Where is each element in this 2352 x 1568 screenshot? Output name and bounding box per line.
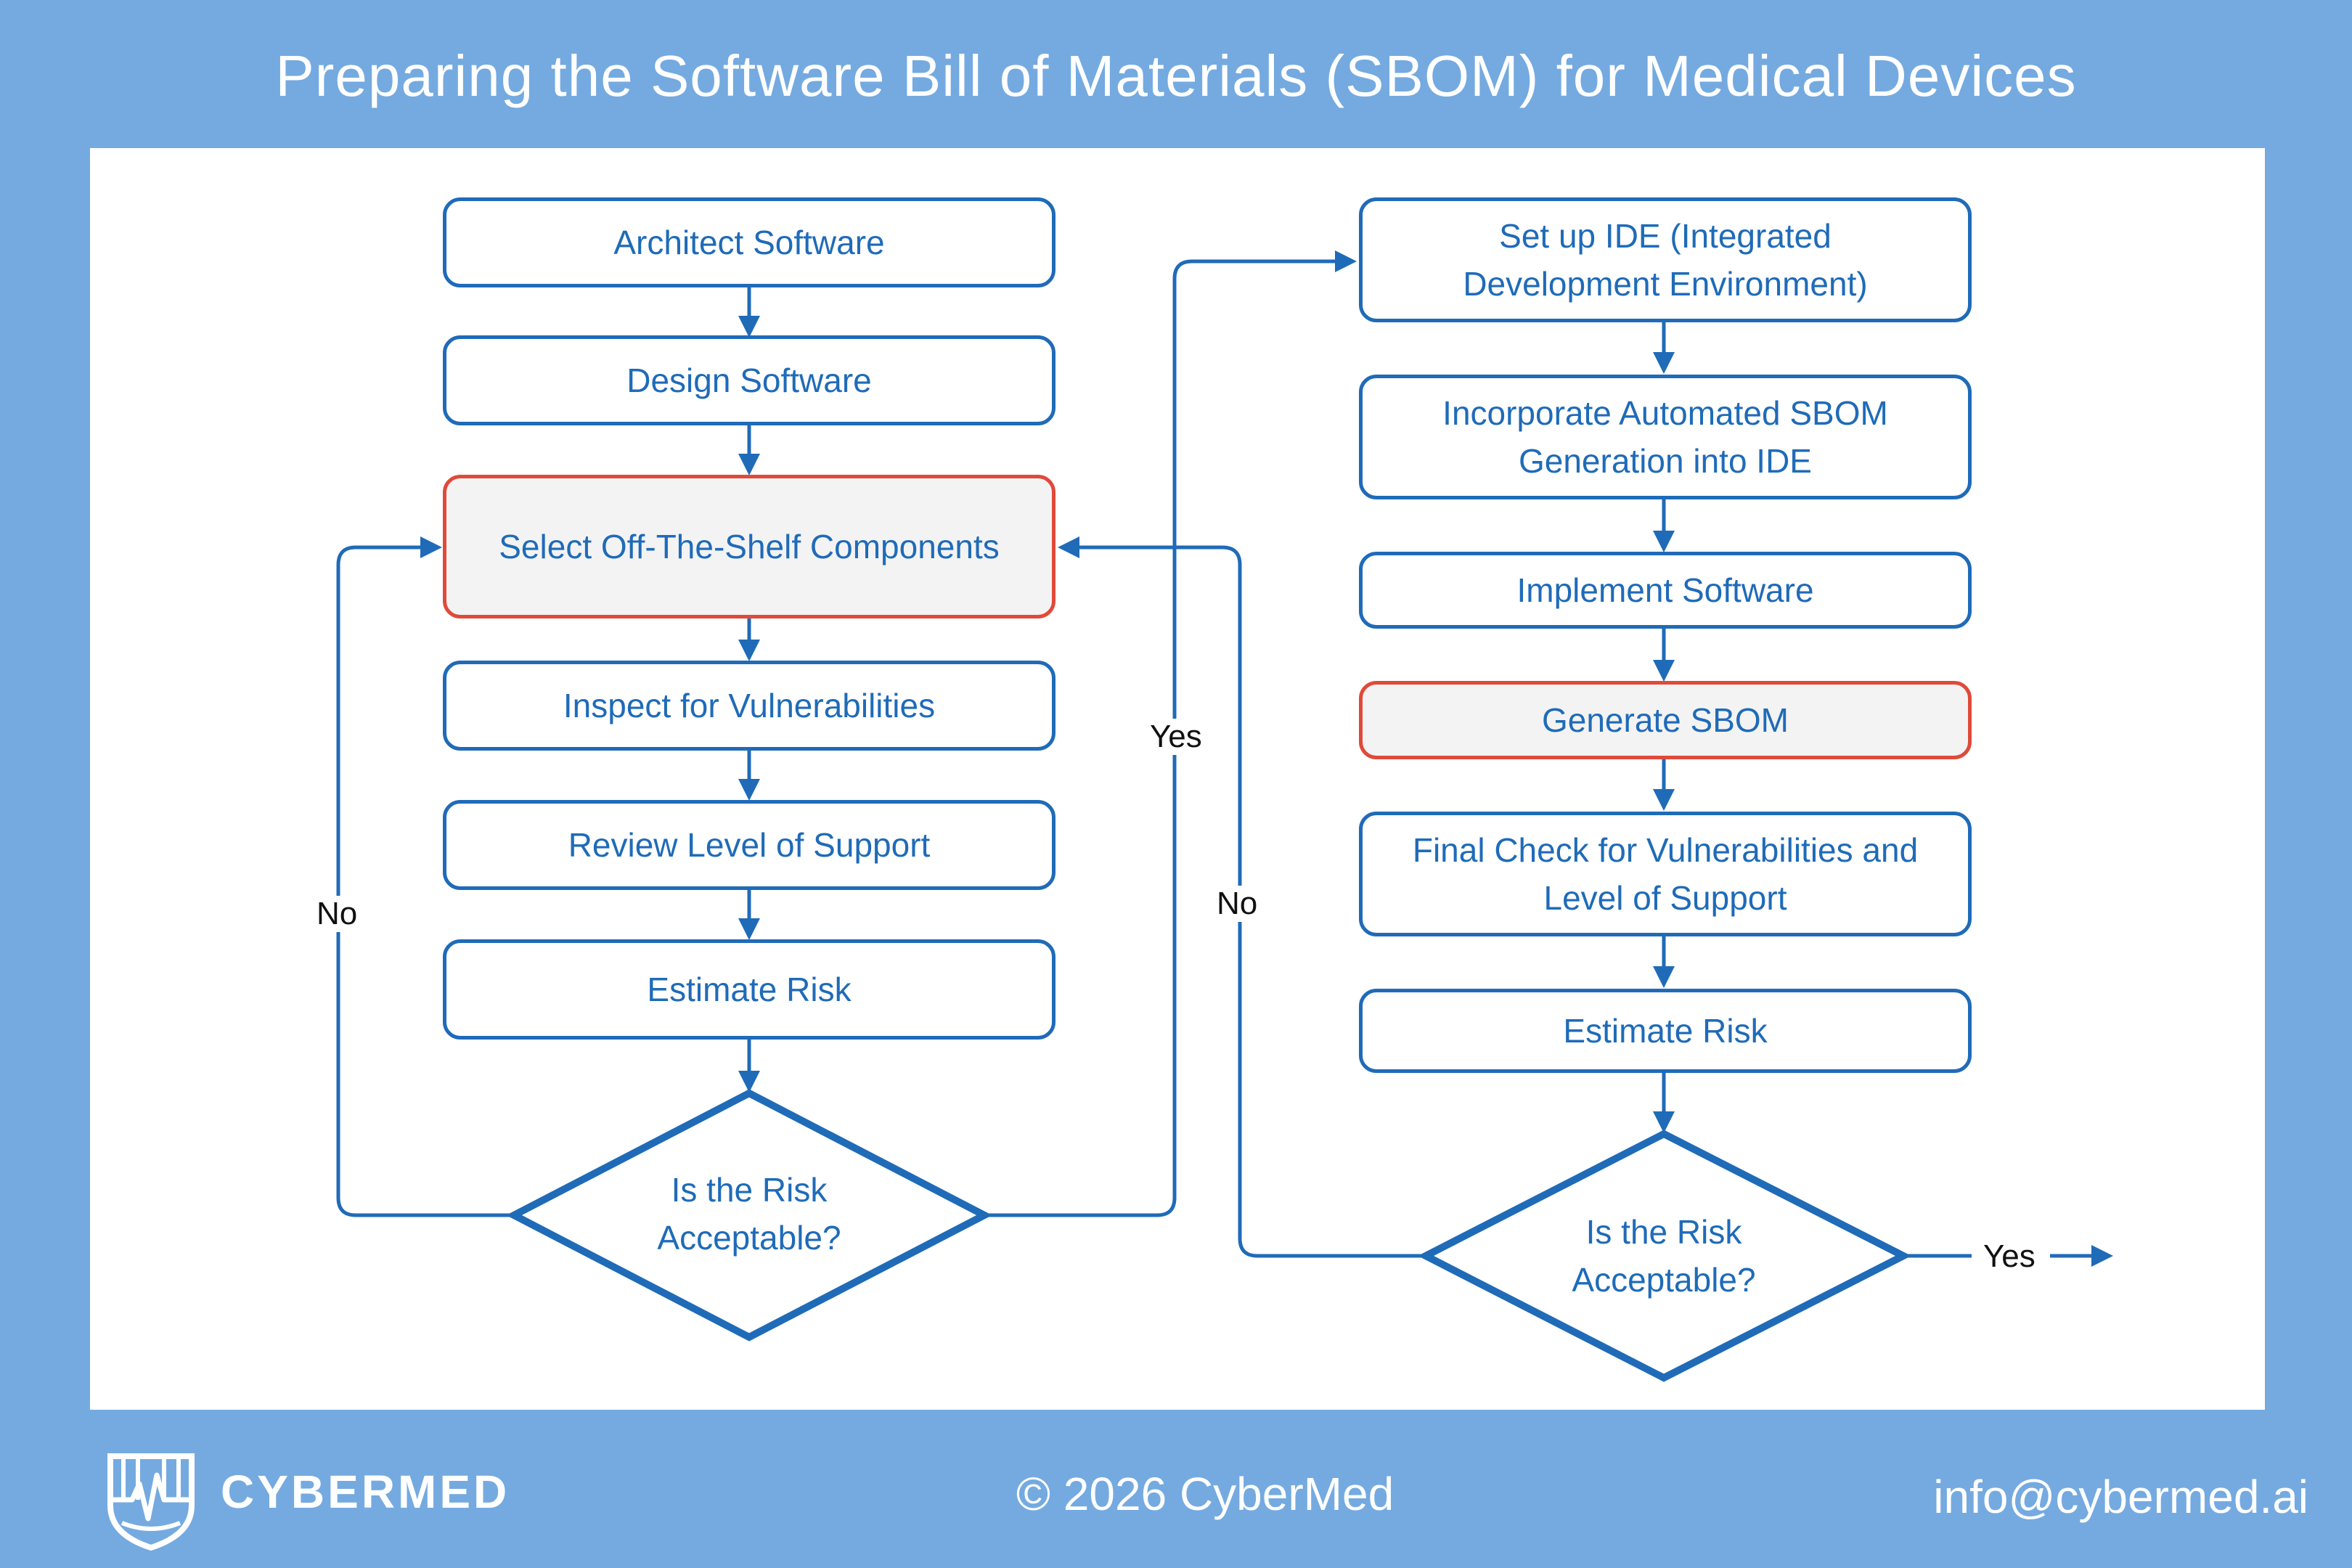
decision-left-line-2: Acceptable? xyxy=(657,1219,841,1257)
step-generate-sbom: Generate SBOM xyxy=(1359,681,1972,759)
arrow-left-no-loop xyxy=(336,536,514,1217)
step-architect-software: Architect Software xyxy=(443,197,1055,287)
step-design-software: Design Software xyxy=(443,335,1055,425)
decision-text-right: Is the Risk Acceptable? xyxy=(1501,1205,1826,1307)
step-estimate-risk-right: Estimate Risk xyxy=(1359,989,1972,1073)
cybermed-logo-icon xyxy=(107,1453,195,1551)
label-left-yes: Yes xyxy=(1147,719,1205,755)
step-estimate-right-label: Estimate Risk xyxy=(1563,1012,1768,1050)
step-generate-label: Generate SBOM xyxy=(1541,701,1789,739)
decision-diamond-right xyxy=(1418,1130,1912,1382)
step-select-ots-components: Select Off-The-Shelf Components xyxy=(443,475,1055,618)
step-inspect-vulnerabilities: Inspect for Vulnerabilities xyxy=(443,661,1055,751)
step-setup-ide-line-2: Development Environment) xyxy=(1463,265,1868,303)
step-final-check-line-2: Level of Support xyxy=(1543,879,1787,917)
contact-email[interactable]: info@cybermed.ai xyxy=(1933,1471,2308,1523)
page-title: Preparing the Software Bill of Materials… xyxy=(275,44,2077,108)
step-setup-ide-line-1: Set up IDE (Integrated xyxy=(1499,217,1832,255)
step-incorporate-line-2: Generation into IDE xyxy=(1518,442,1812,480)
step-implement-label: Implement Software xyxy=(1516,571,1814,609)
label-right-yes: Yes xyxy=(1983,1238,2035,1274)
step-implement-software: Implement Software xyxy=(1359,552,1972,629)
copyright-text: © 2026 CyberMed xyxy=(1016,1468,1395,1520)
label-right-no: No xyxy=(1214,886,1261,922)
step-estimate-risk-left: Estimate Risk xyxy=(443,939,1055,1040)
decision-right-line-1: Is the Risk xyxy=(1585,1213,1742,1251)
step-final-check-line-1: Final Check for Vulnerabilities and xyxy=(1412,831,1919,869)
step-incorporate-line-1: Incorporate Automated SBOM xyxy=(1442,394,1888,432)
step-final-check: Final Check for Vulnerabilities and Leve… xyxy=(1359,812,1972,936)
step-incorporate-sbom-generation: Incorporate Automated SBOM Generation in… xyxy=(1359,375,1972,499)
label-left-no: No xyxy=(314,896,361,932)
step-setup-ide: Set up IDE (Integrated Development Envir… xyxy=(1359,197,1972,322)
decision-right-line-2: Acceptable? xyxy=(1572,1261,1756,1299)
step-review-level-of-support: Review Level of Support xyxy=(443,800,1055,890)
decision-text-left: Is the Risk Acceptable? xyxy=(587,1163,912,1265)
brand-name: CYBERMED xyxy=(221,1466,510,1518)
decision-diamond-left xyxy=(506,1089,992,1342)
decision-left-line-1: Is the Risk xyxy=(671,1171,828,1209)
